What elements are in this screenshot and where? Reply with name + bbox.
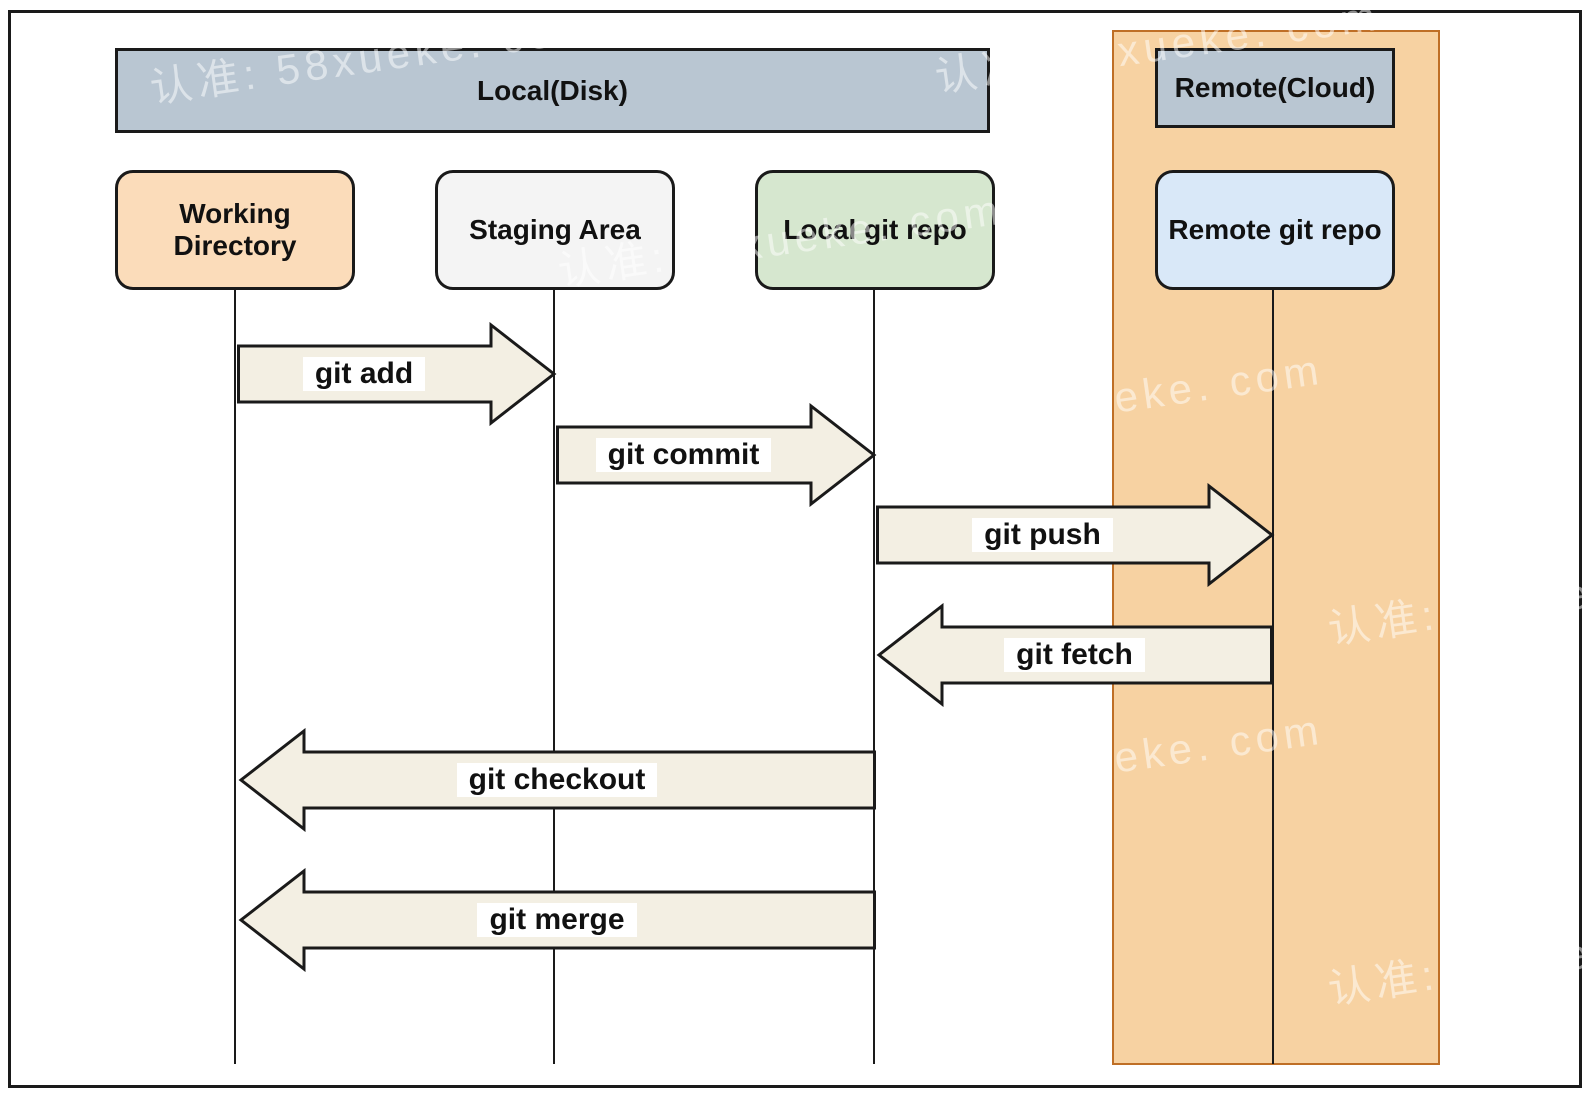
arrow-git-merge: git merge (238, 868, 876, 972)
arrow-git-checkout: git checkout (238, 728, 876, 832)
arrow-label-wrap: git merge (238, 868, 876, 972)
node-local-git-repo: Local git repo (755, 170, 995, 290)
node-staging-area: Staging Area (435, 170, 675, 290)
arrow-label-wrap: git push (876, 483, 1209, 587)
section-header-remote: Remote(Cloud) (1155, 48, 1395, 128)
arrow-label-wrap: git checkout (238, 728, 876, 832)
arrow-git-push-label: git push (972, 518, 1113, 552)
node-working-directory: Working Directory (115, 170, 355, 290)
arrow-label-wrap: git fetch (876, 603, 1273, 707)
node-working-directory-label: Working Directory (173, 198, 297, 261)
arrow-git-merge-label: git merge (477, 903, 637, 937)
arrow-git-push: git push (876, 483, 1275, 587)
arrow-git-add-label: git add (302, 357, 426, 391)
section-header-local: Local(Disk) (115, 48, 990, 133)
node-staging-area-label: Staging Area (469, 214, 641, 245)
arrow-git-commit-label: git commit (595, 438, 772, 472)
node-remote-git-repo: Remote git repo (1155, 170, 1395, 290)
lifeline-local-git-repo (873, 290, 875, 1064)
lifeline-remote-git-repo (1272, 290, 1274, 1064)
arrow-git-fetch-label: git fetch (1004, 638, 1145, 672)
arrow-git-add: git add (237, 322, 557, 426)
arrow-git-fetch: git fetch (876, 603, 1273, 707)
arrow-git-checkout-label: git checkout (456, 763, 658, 797)
section-header-remote-label: Remote(Cloud) (1174, 72, 1376, 103)
arrow-git-commit: git commit (556, 403, 877, 507)
lifeline-staging-area (553, 290, 555, 1064)
arrow-label-wrap: git add (237, 322, 491, 426)
lifeline-working-directory (234, 290, 236, 1064)
section-header-local-label: Local(Disk) (477, 74, 628, 106)
arrow-label-wrap: git commit (556, 403, 811, 507)
node-local-git-repo-label: Local git repo (783, 214, 967, 245)
node-remote-git-repo-label: Remote git repo (1168, 214, 1382, 245)
